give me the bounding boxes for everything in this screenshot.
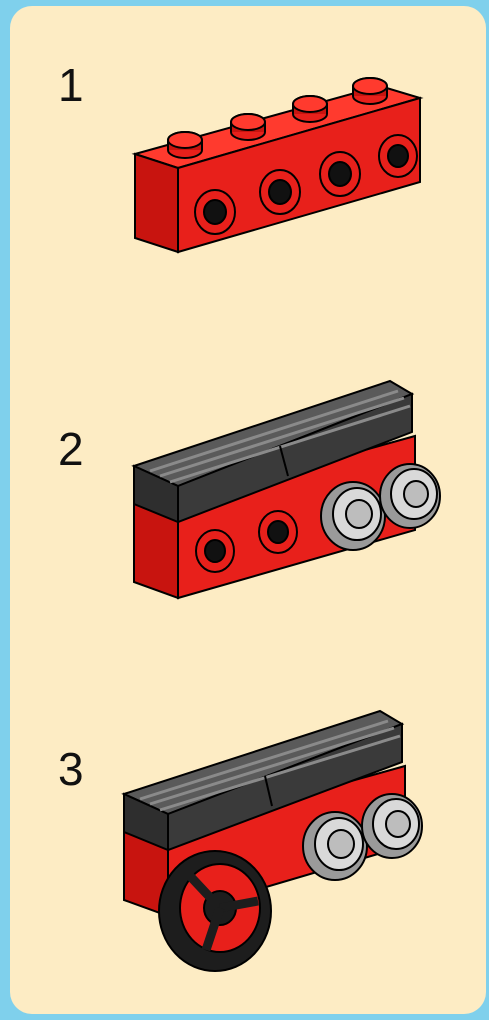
red-brick-1x4-illustration	[10, 6, 486, 306]
completed-car-with-steering-wheel-illustration	[10, 666, 486, 1006]
step-3: 3	[10, 666, 486, 1006]
step-1: 1	[10, 6, 486, 306]
instruction-panel: 1	[10, 6, 486, 1014]
brick-with-grille-and-wheels-illustration	[10, 336, 486, 636]
steering-wheel	[159, 851, 271, 971]
step-2: 2	[10, 336, 486, 636]
